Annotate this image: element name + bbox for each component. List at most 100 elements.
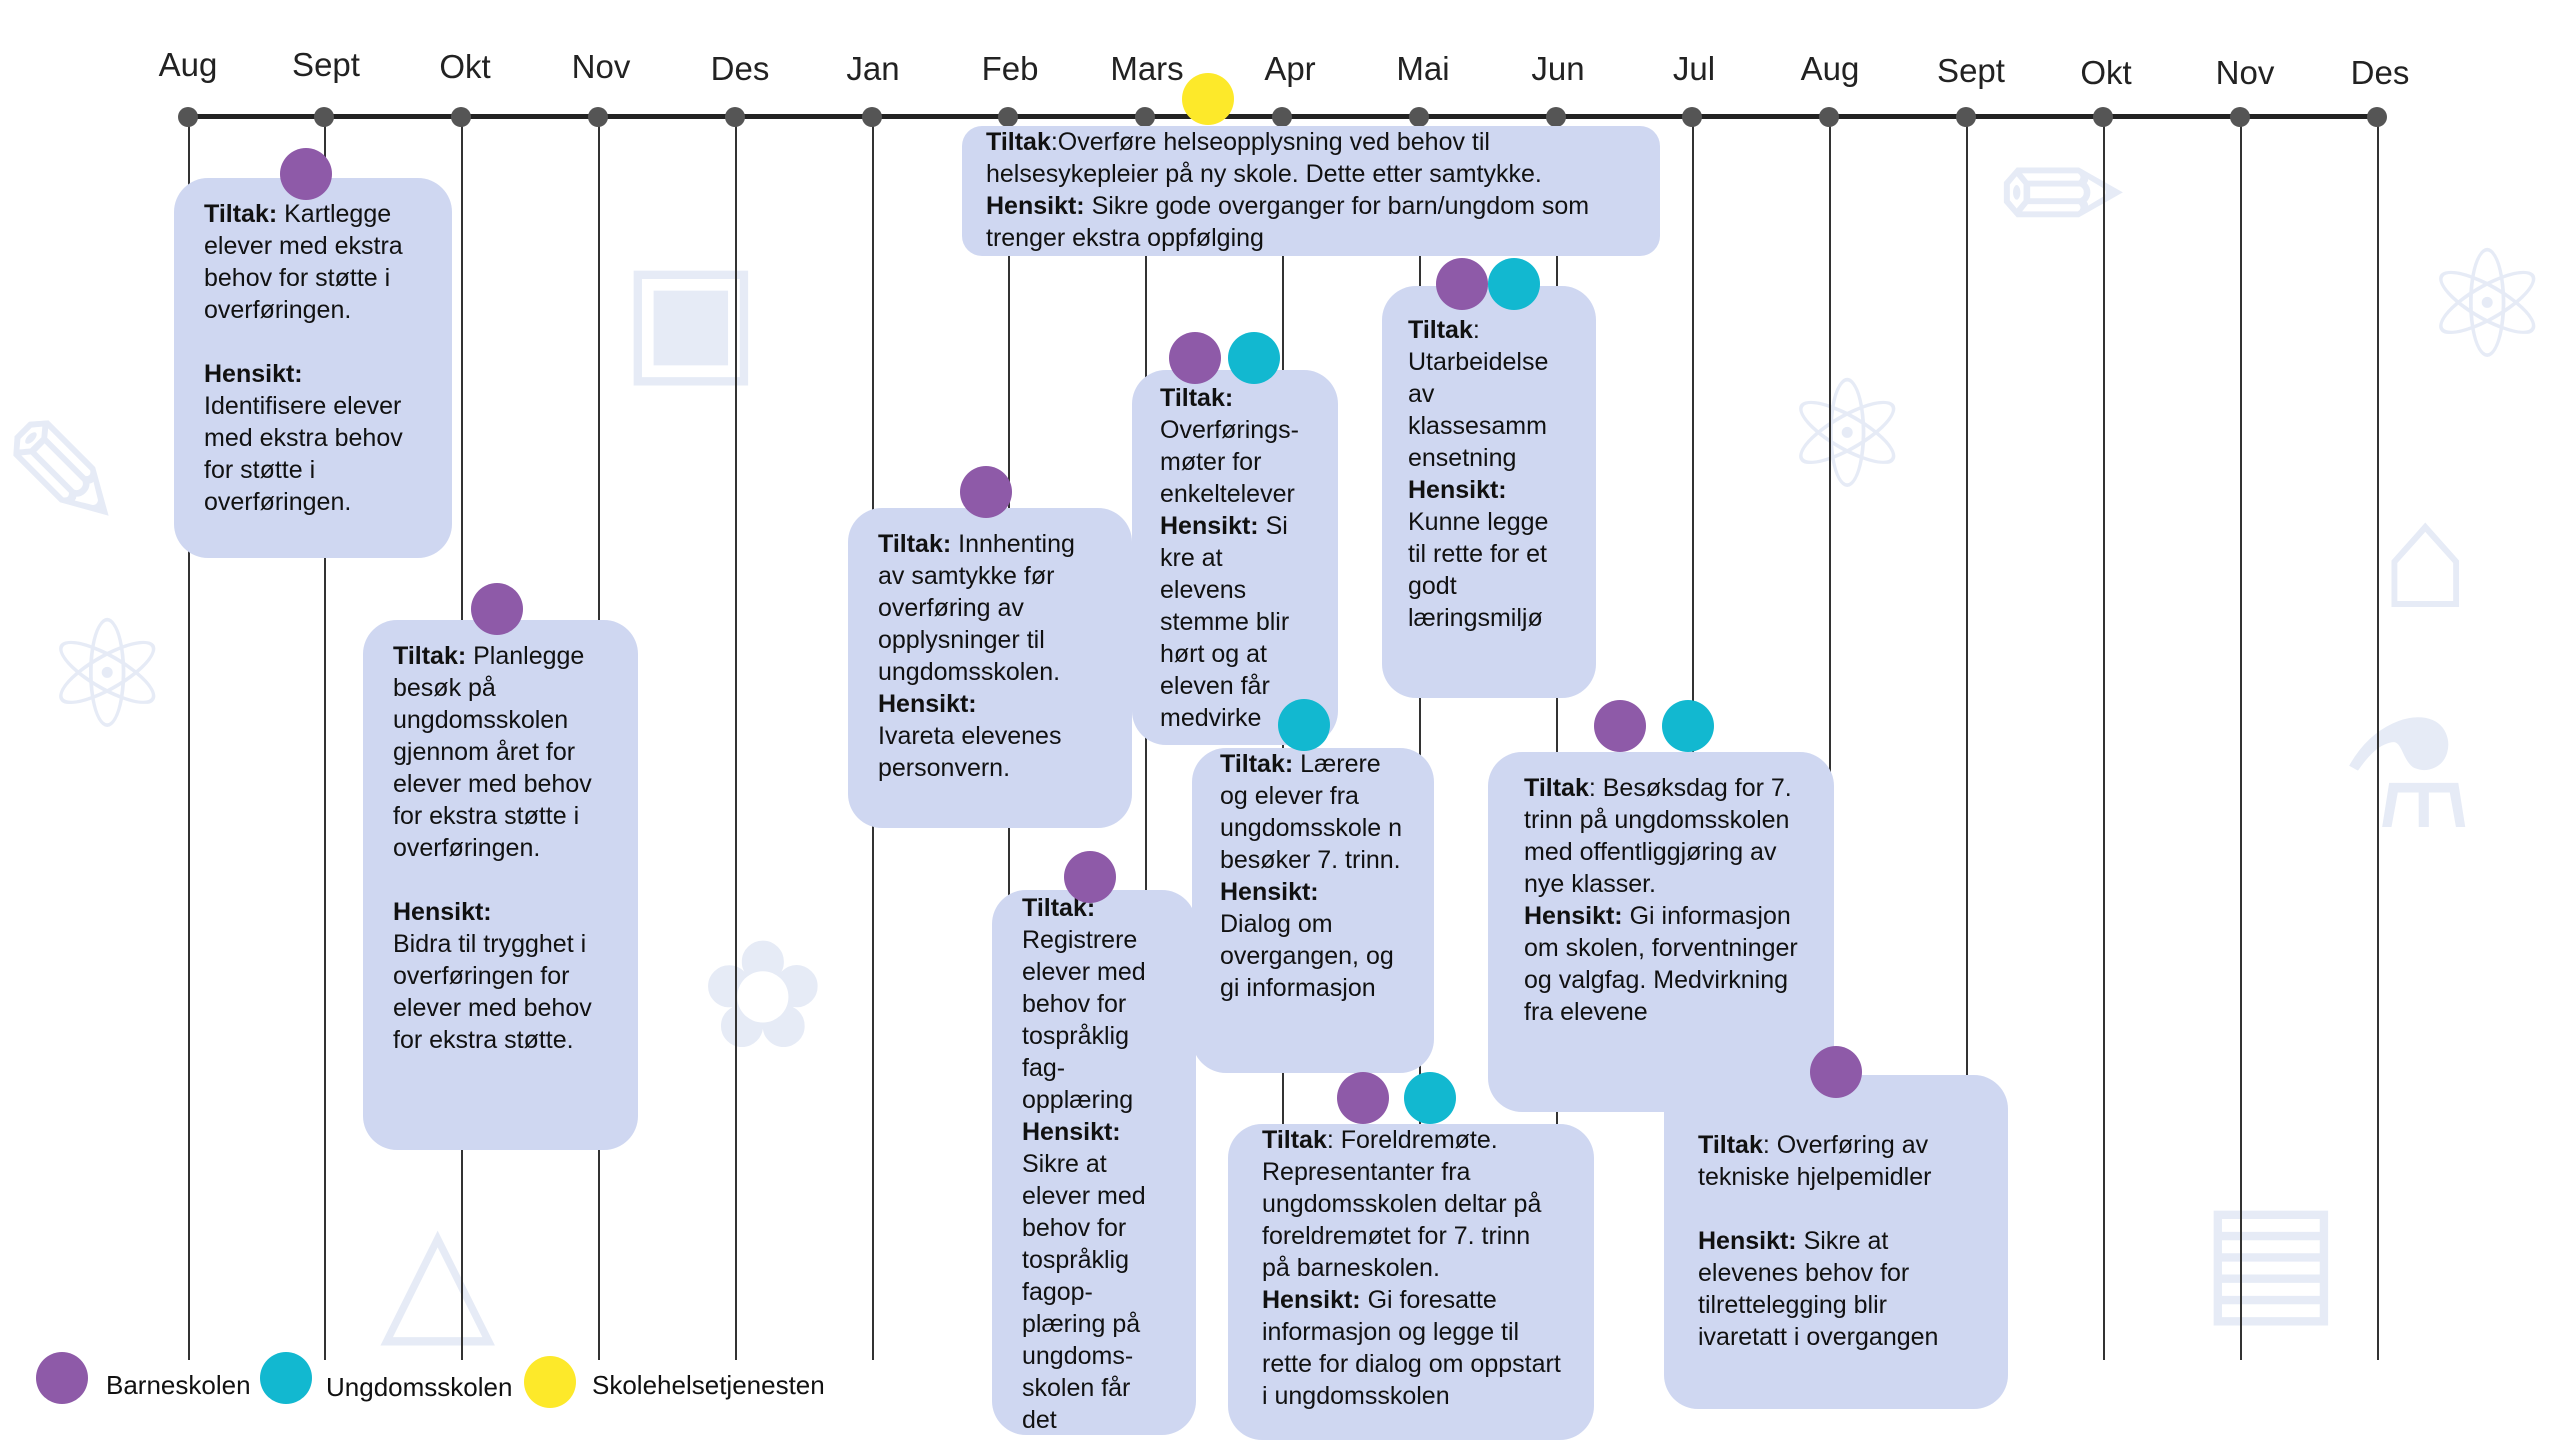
hensikt-label: Hensikt:	[1022, 1118, 1121, 1146]
month-label: Okt	[2080, 54, 2132, 91]
book-icon: ✎	[0, 391, 126, 559]
tiltak-text: Lærere og elever fra ungdomsskole n besø…	[1220, 750, 1403, 874]
shapes-icon: △	[380, 1191, 496, 1359]
tick-dot	[588, 107, 608, 127]
hensikt-label: Hensikt:	[393, 898, 492, 926]
tiltak-label: Tiltak:	[1220, 750, 1294, 778]
hensikt-text: Dialog om overgangen, og gi informasjon	[1220, 910, 1394, 1002]
tiltak-label: Tiltak:	[1160, 384, 1234, 412]
flask-icon: ⚗	[2340, 691, 2475, 859]
measure-card-helseopplysning: Tiltak:Overføre helseopplysning ved beho…	[962, 126, 1660, 256]
month-line	[1966, 118, 1968, 1360]
tiltak-text: : Overføring av tekniske hjelpemidler	[1698, 1131, 1932, 1191]
ungdomsskolen-marker	[1662, 700, 1714, 752]
tiltak-text: Registrere elever med behov for tospråkl…	[1022, 926, 1146, 1114]
month-label: Feb	[981, 50, 1039, 87]
month-line	[324, 118, 326, 1360]
barneskolen-marker	[471, 583, 523, 635]
ungdomsskolen-marker	[1404, 1072, 1456, 1124]
hensikt-text: Bidra til trygghet i overføringen for el…	[393, 930, 592, 1054]
tiltak-label: Tiltak	[986, 128, 1051, 156]
barneskolen-marker	[1337, 1072, 1389, 1124]
tiltak-text: Planlegge besøk på ungdomsskolen gjennom…	[393, 642, 592, 862]
atom-icon: ⚛	[2420, 221, 2555, 389]
month-label: Jul	[1672, 50, 1716, 87]
month-line	[2103, 118, 2105, 1360]
month-line	[1556, 118, 1558, 1360]
ungdomsskolen-marker	[1278, 699, 1330, 751]
month-label: Jan	[846, 50, 900, 87]
measure-card-foreldremote: Tiltak: Foreldremøte. Representanter fra…	[1228, 1124, 1594, 1440]
hensikt-text: Si kre at elevens stemme blir hørt og at…	[1160, 512, 1290, 732]
tiltak-label: Tiltak	[1408, 316, 1473, 344]
hensikt-text: Ivareta elevenes personvern.	[878, 722, 1062, 782]
month-label: Apr	[1264, 50, 1316, 87]
measure-card-overforingsmoter: Tiltak: Overførings-møter for enkeltelev…	[1132, 370, 1338, 745]
legend-skolehelsetjenesten-label: Skolehelsetjenesten	[592, 1370, 825, 1400]
tick-dot	[314, 107, 334, 127]
ruler-icon: ✏	[2000, 111, 2126, 279]
hensikt-text: Sikre at elevenes behov for tilrettelegg…	[1698, 1227, 1939, 1351]
measure-card-klassesammensetning: Tiltak: Utarbeidelse av klassesamm enset…	[1382, 286, 1596, 698]
atom-icon: ⚛	[40, 591, 175, 759]
month-line	[2240, 118, 2242, 1360]
month-label: Des	[710, 50, 770, 87]
notebook-icon: ▤	[2200, 1171, 2342, 1339]
measure-card-samtykke: Tiltak: Innhenting av samtykke før overf…	[848, 508, 1132, 828]
hensikt-label: Hensikt:	[1160, 512, 1259, 540]
tick-dot	[1819, 107, 1839, 127]
tick-dot	[451, 107, 471, 127]
month-line	[188, 118, 190, 1360]
tick-dot	[725, 107, 745, 127]
measure-card-laerere-besok: Tiltak: Lærere og elever fra ungdomsskol…	[1192, 748, 1434, 1073]
month-label: Sept	[1937, 52, 2005, 89]
measure-card-tospraklig: Tiltak: Registrere elever med behov for …	[992, 890, 1196, 1435]
legend-ungdomsskolen-swatch	[260, 1352, 312, 1404]
hensikt-text: Sikre gode overganger for barn/ungdom so…	[986, 192, 1590, 252]
hensikt-text: Kunne legge til rette for et godt læring…	[1408, 508, 1549, 632]
month-line	[1419, 118, 1421, 1360]
measure-card-tekniske-hjelpemidler: Tiltak: Overføring av tekniske hjelpemid…	[1664, 1075, 2008, 1409]
legend-barneskolen-swatch	[36, 1352, 88, 1404]
tiltak-text: Innhenting av samtykke før overføring av…	[878, 530, 1075, 686]
tiltak-label: Tiltak	[1524, 774, 1589, 802]
hensikt-label: Hensikt:	[986, 192, 1085, 220]
palette-icon: ✿	[700, 911, 826, 1079]
backpack-icon: ▣	[620, 231, 762, 399]
month-label: Nov	[2215, 54, 2275, 91]
tiltak-text: : Besøksdag for 7. trinn på ungdomsskole…	[1524, 774, 1792, 898]
atom-icon: ⚛	[1780, 351, 1915, 519]
hensikt-text: Sikre at elever med behov for tospråklig…	[1022, 1150, 1146, 1434]
tick-dot	[178, 107, 198, 127]
measure-card-besoksdag: Tiltak: Besøksdag for 7. trinn på ungdom…	[1488, 752, 1834, 1112]
month-label: Sept	[292, 46, 360, 83]
legend-skolehelsetjenesten-swatch	[524, 1356, 576, 1408]
hensikt-text: Identifisere elever med ekstra behov for…	[204, 392, 403, 516]
tiltak-text: :Overføre helseopplysning ved behov til …	[986, 128, 1542, 188]
tick-dot	[998, 107, 1018, 127]
barneskolen-marker	[960, 466, 1012, 518]
tiltak-label: Tiltak	[1698, 1131, 1763, 1159]
school-icon: ⌂	[2380, 471, 2471, 639]
legend-barneskolen-label: Barneskolen	[106, 1370, 251, 1400]
ungdomsskolen-marker	[1488, 258, 1540, 310]
barneskolen-marker	[1594, 700, 1646, 752]
tick-dot	[1135, 107, 1155, 127]
tick-dot	[2367, 107, 2387, 127]
month-line	[2377, 118, 2379, 1360]
barneskolen-marker	[1810, 1046, 1862, 1098]
tick-dot	[1682, 107, 1702, 127]
month-label: Des	[2350, 54, 2410, 91]
hensikt-label: Hensikt:	[1524, 902, 1623, 930]
tiltak-label: Tiltak:	[204, 200, 278, 228]
barneskolen-marker	[280, 148, 332, 200]
legend-ungdomsskolen-label: Ungdomsskolen	[326, 1372, 513, 1402]
hensikt-label: Hensikt:	[878, 690, 977, 718]
tiltak-text: : Foreldremøte. Representanter fra ungdo…	[1262, 1126, 1542, 1282]
month-line	[735, 118, 737, 1360]
hensikt-text: Gi informasjon om skolen, forventninger …	[1524, 902, 1798, 1026]
month-label: Jun	[1531, 50, 1585, 87]
hensikt-text: Gi foresatte informasjon og legge til re…	[1262, 1286, 1561, 1410]
barneskolen-marker	[1169, 332, 1221, 384]
hensikt-label: Hensikt:	[1408, 476, 1507, 504]
